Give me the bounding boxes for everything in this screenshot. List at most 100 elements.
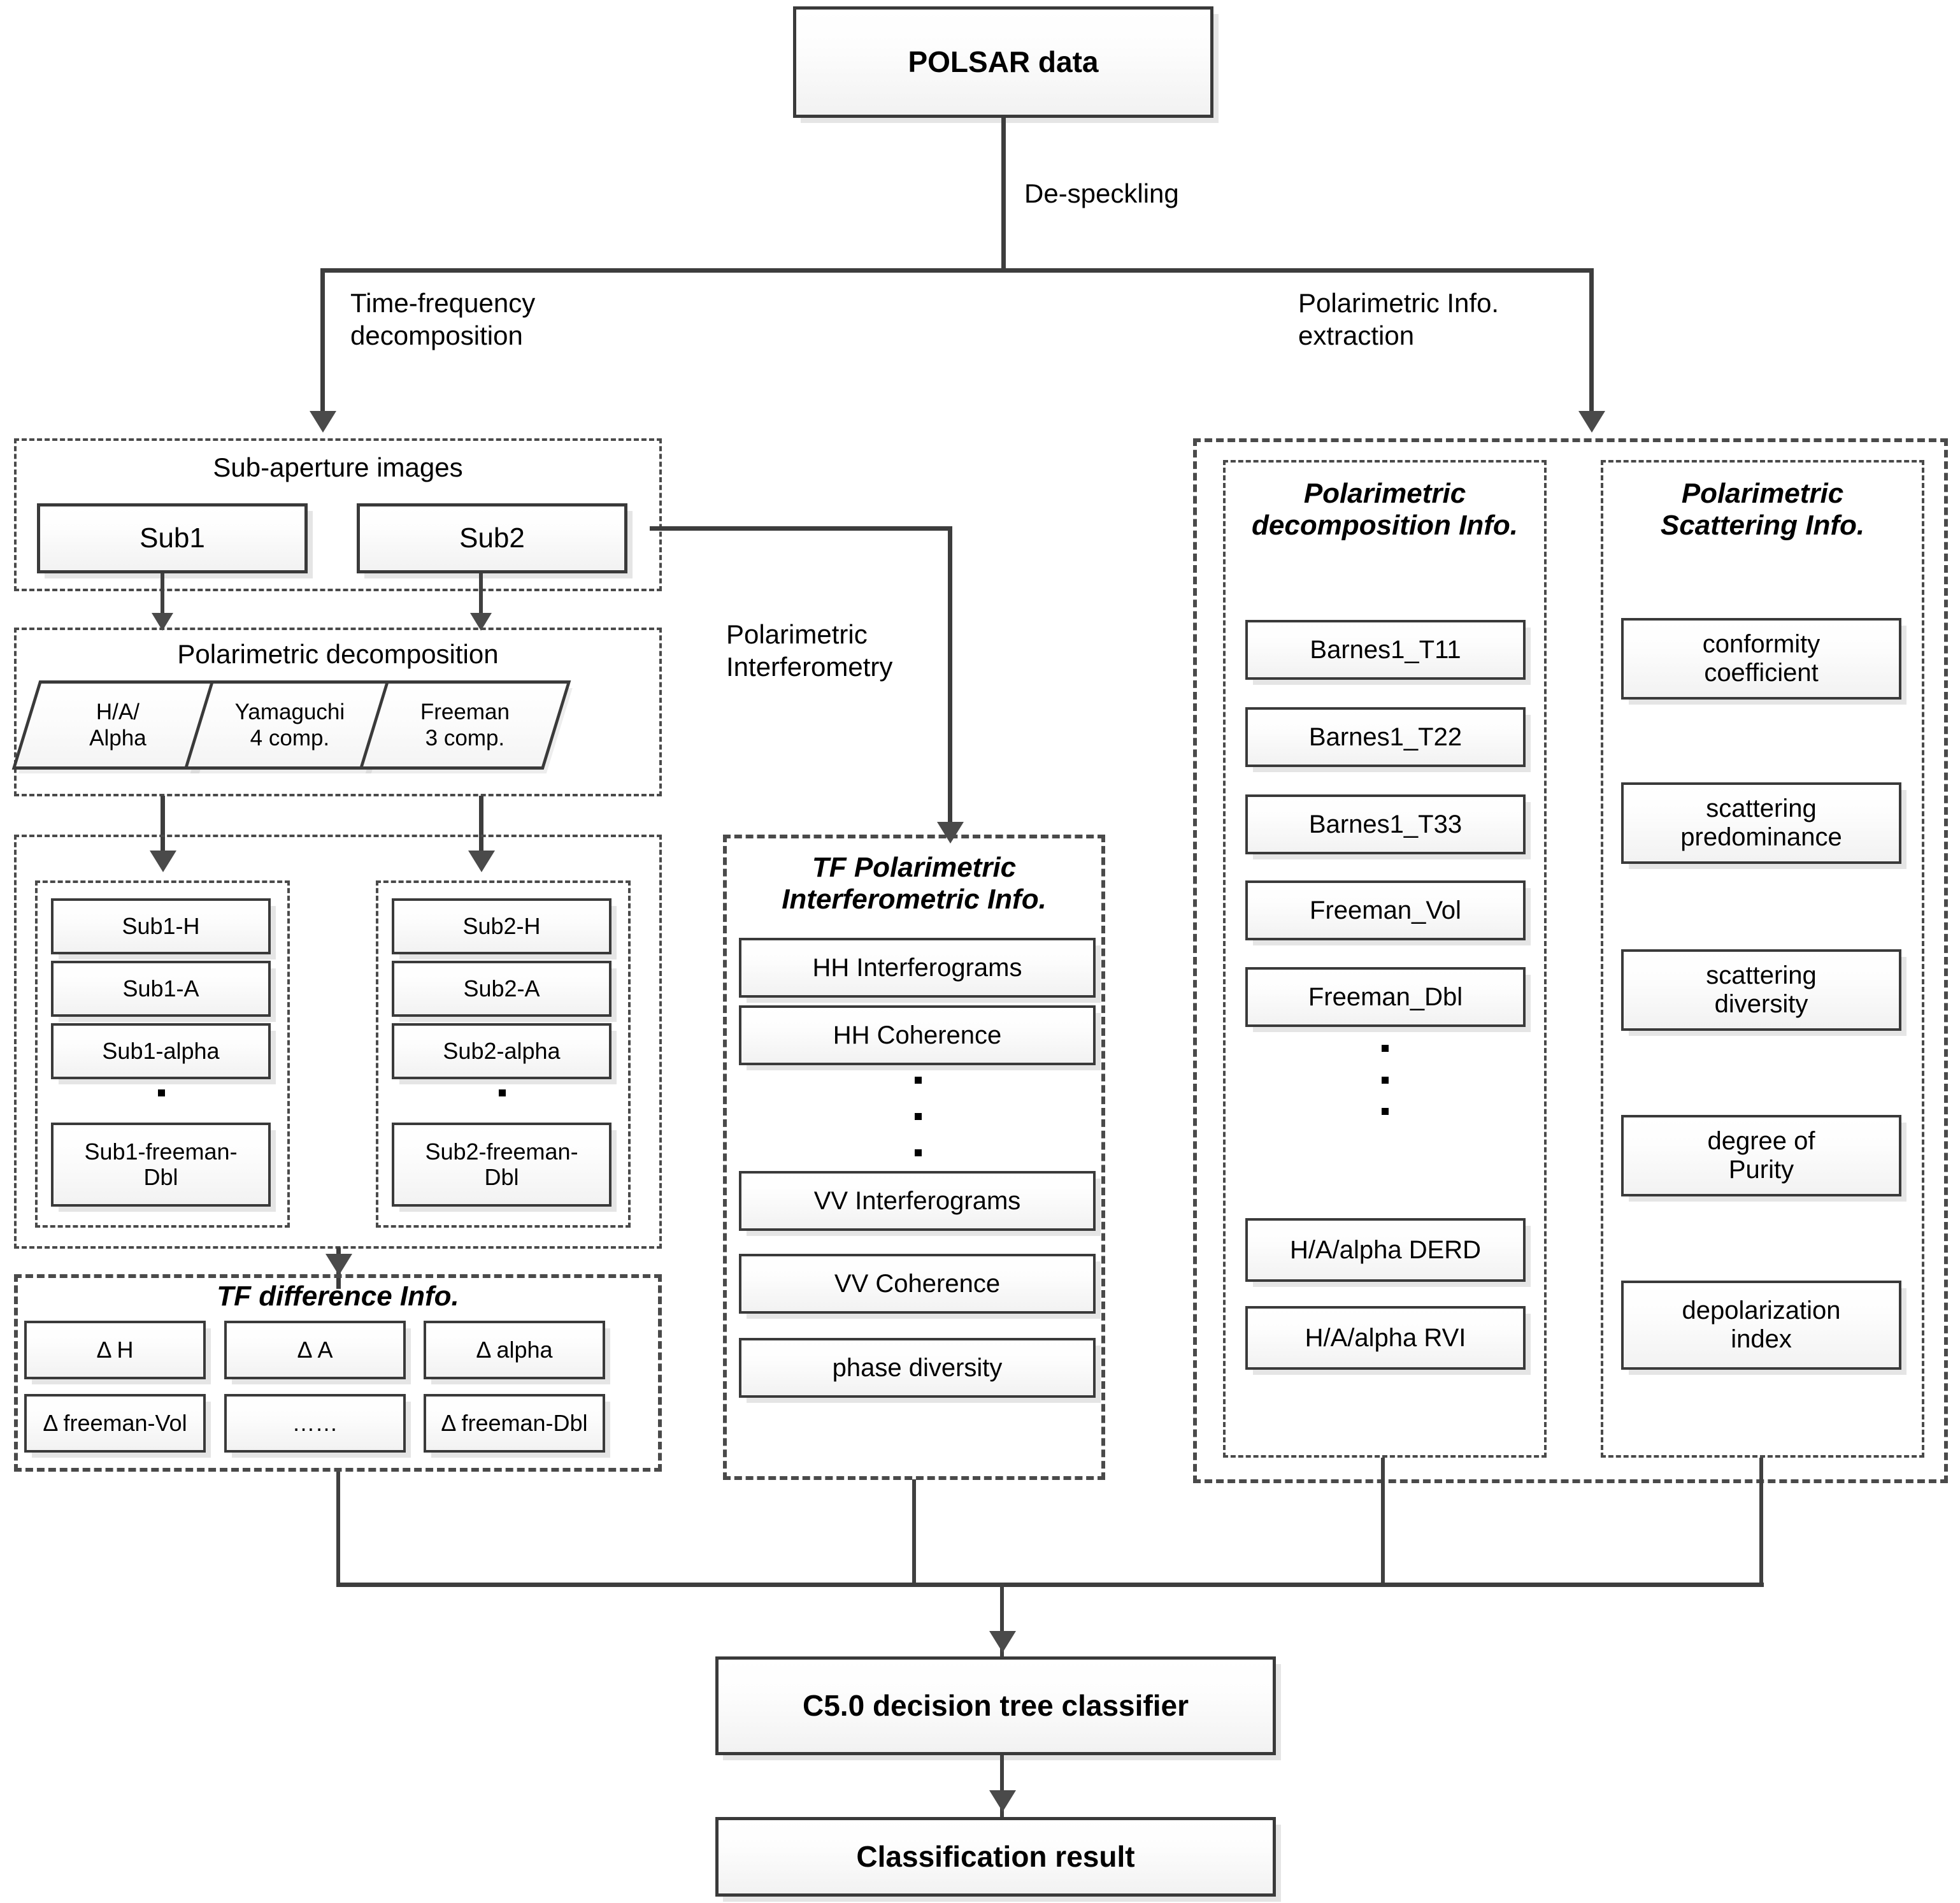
node-delta-a: Δ A	[224, 1321, 406, 1379]
node-sub1-h: Sub1-H	[51, 898, 271, 954]
connector-left-drop	[320, 268, 325, 415]
group-polarimetric-scattering-info	[1601, 460, 1924, 1458]
connector-decomp-to-sub1-list	[161, 796, 165, 856]
node-depolarization-index: depolarization index	[1621, 1281, 1901, 1370]
node-delta-freeman-vol: Δ freeman-Vol	[24, 1394, 206, 1453]
edge-label-polarimetric-extraction: Polarimetric Info. extraction	[1298, 288, 1499, 351]
connector-decompinfo-down	[1381, 1458, 1385, 1586]
node-vv-interferograms: VV Interferograms	[739, 1171, 1096, 1231]
group-polarimetric-info-outer	[1193, 438, 1948, 1483]
arrow-right-branch	[1578, 411, 1605, 433]
group-title-tf-difference-info: TF difference Info.	[217, 1281, 459, 1312]
connector-merge-bar	[336, 1583, 1764, 1587]
node-sub2-freeman-dbl-label: Sub2-freeman- Dbl	[425, 1138, 578, 1190]
node-vv-coherence-label: VV Coherence	[834, 1269, 1001, 1298]
connector-scatteringinfo-down	[1759, 1458, 1763, 1586]
group-sub-aperture-images	[14, 438, 662, 591]
group-tf-difference-info	[14, 1274, 662, 1472]
shape-freeman-label: Freeman 3 comp.	[420, 699, 510, 750]
node-hh-interferograms: HH Interferograms	[739, 938, 1096, 998]
node-scattering-predominance: scattering predominance	[1621, 782, 1901, 864]
node-conformity-coefficient-label: conformity coefficient	[1702, 630, 1821, 687]
edge-label-time-frequency: Time-frequency decomposition	[350, 288, 536, 351]
node-barnes1-t33: Barnes1_T33	[1245, 794, 1526, 854]
node-ha-alpha-derd: H/A/alpha DERD	[1245, 1218, 1526, 1282]
node-delta-alpha: Δ alpha	[424, 1321, 605, 1379]
node-hh-coherence-label: HH Coherence	[833, 1021, 1002, 1049]
node-sub1-alpha-label: Sub1-alpha	[102, 1037, 220, 1064]
node-sub2-alpha: Sub2-alpha	[392, 1023, 612, 1079]
group-polarimetric-decomposition	[14, 628, 662, 796]
node-hh-interferograms-label: HH Interferograms	[812, 953, 1022, 982]
connector-sub2-to-polinsar-h	[650, 526, 952, 531]
connector-split-bar	[320, 268, 1594, 273]
node-sub2-h: Sub2-H	[392, 898, 612, 954]
node-barnes1-t11: Barnes1_T11	[1245, 620, 1526, 680]
connector-polinsar-down	[912, 1479, 916, 1586]
arrow-decomp-to-sub2-list	[468, 851, 495, 872]
arrow-polinsar	[937, 822, 964, 844]
shape-ha-alpha-label: H/A/ Alpha	[89, 699, 147, 750]
node-classification-result: Classification result	[715, 1817, 1276, 1897]
node-sub1-a-label: Sub1-A	[122, 975, 199, 1002]
node-vv-interferograms-label: VV Interferograms	[813, 1186, 1021, 1215]
node-freeman-vol-label: Freeman_Vol	[1310, 896, 1461, 924]
node-polsar-data-label: POLSAR data	[908, 45, 1099, 78]
node-delta-ellipsis-label: ……	[292, 1409, 338, 1436]
node-classification-result-label: Classification result	[856, 1839, 1135, 1873]
node-depolarization-index-label: depolarization index	[1682, 1296, 1841, 1353]
group-sub1-features	[35, 880, 290, 1228]
node-phase-diversity: phase diversity	[739, 1338, 1096, 1398]
node-sub2-freeman-dbl: Sub2-freeman- Dbl	[392, 1123, 612, 1207]
node-delta-freeman-dbl-label: Δ freeman-Dbl	[441, 1409, 588, 1436]
node-scattering-diversity-label: scattering diversity	[1706, 961, 1817, 1018]
edge-label-polarimetric-interferometry: Polarimetric Interferometry	[726, 619, 893, 682]
connector-right-drop	[1589, 268, 1594, 415]
connector-decomp-to-sub2-list	[479, 796, 483, 856]
node-c50-classifier: C5.0 decision tree classifier	[715, 1656, 1276, 1755]
node-delta-ellipsis: ……	[224, 1394, 406, 1453]
node-scattering-predominance-label: scattering predominance	[1680, 794, 1842, 851]
node-degree-of-purity-label: degree of Purity	[1707, 1127, 1815, 1184]
connector-tfdiff-down	[336, 1472, 340, 1586]
node-polsar-data: POLSAR data	[793, 6, 1213, 118]
node-sub2-a: Sub2-A	[392, 961, 612, 1017]
node-sub2: Sub2	[357, 503, 627, 573]
node-delta-h-label: Δ H	[96, 1336, 134, 1363]
shape-freeman-wrap: Freeman 3 comp.	[359, 680, 571, 770]
node-hh-coherence: HH Coherence	[739, 1005, 1096, 1065]
node-sub2-alpha-label: Sub2-alpha	[443, 1037, 561, 1064]
node-scattering-diversity: scattering diversity	[1621, 949, 1901, 1031]
group-title-polarimetric-decomposition: Polarimetric decomposition	[177, 639, 499, 669]
group-title-polarimetric-decomposition-info: Polarimetric decomposition Info.	[1252, 478, 1518, 541]
node-sub1-freeman-dbl: Sub1-freeman- Dbl	[51, 1123, 271, 1207]
node-sub2-label: Sub2	[459, 522, 525, 554]
connector-polsar-stem	[1001, 118, 1006, 271]
node-delta-a-label: Δ A	[297, 1336, 333, 1363]
ellipsis-tf-polinsar	[914, 1077, 922, 1156]
node-sub1-freeman-dbl-label: Sub1-freeman- Dbl	[84, 1138, 238, 1190]
node-barnes1-t11-label: Barnes1_T11	[1310, 635, 1461, 664]
node-freeman-dbl-label: Freeman_Dbl	[1308, 982, 1463, 1011]
node-ha-alpha-rvi: H/A/alpha RVI	[1245, 1306, 1526, 1370]
node-sub1: Sub1	[37, 503, 308, 573]
connector-sub2-to-polinsar-v	[948, 526, 952, 826]
node-sub2-a-label: Sub2-A	[463, 975, 540, 1002]
connector-sub2-to-decomp	[479, 573, 483, 618]
arrow-features-to-tfdiff	[325, 1254, 352, 1275]
node-sub1-a: Sub1-A	[51, 961, 271, 1017]
node-phase-diversity-label: phase diversity	[832, 1353, 1003, 1382]
shape-ha-alpha-wrap: H/A/ Alpha	[11, 680, 224, 770]
node-ha-alpha-rvi-label: H/A/alpha RVI	[1305, 1323, 1466, 1352]
shape-yamaguchi-label: Yamaguchi 4 comp.	[234, 699, 345, 750]
group-tf-polinsar-info	[723, 835, 1105, 1480]
shape-yamaguchi-wrap: Yamaguchi 4 comp.	[183, 680, 396, 770]
group-sub2-features	[376, 880, 631, 1228]
node-degree-of-purity: degree of Purity	[1621, 1115, 1901, 1196]
node-freeman-dbl: Freeman_Dbl	[1245, 967, 1526, 1027]
node-barnes1-t33-label: Barnes1_T33	[1308, 810, 1463, 838]
edge-label-despeckling: De-speckling	[1024, 178, 1179, 208]
group-title-polarimetric-scattering-info: Polarimetric Scattering Info.	[1660, 478, 1865, 541]
node-sub1-label: Sub1	[139, 522, 205, 554]
